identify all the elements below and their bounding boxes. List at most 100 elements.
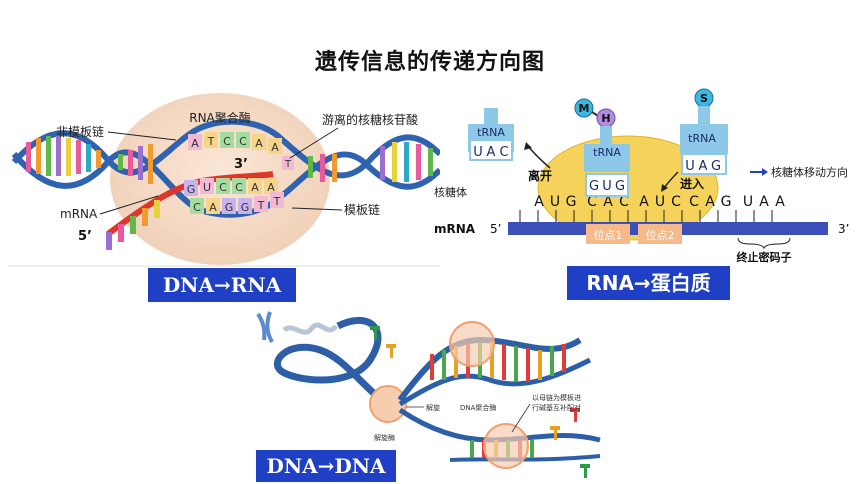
top-base: A [271, 141, 279, 154]
free-nucleotides-label: 游离的核糖核苷酸 [322, 112, 418, 127]
left-base-pairs [26, 136, 153, 184]
site-2-label: 位点2 [646, 228, 675, 242]
template-label: 模板链 [344, 202, 380, 217]
trna-right-anticodon: A [699, 159, 708, 174]
parent-helix [274, 316, 402, 414]
five-prime-label: 5’ [78, 229, 92, 244]
ribosome-label: 核糖体 [434, 185, 467, 199]
rna-base: C [235, 181, 243, 194]
bottom-base: C [193, 201, 201, 214]
rna-bases: G U C C A A [184, 178, 278, 196]
dna-strand-bottom [11, 149, 440, 218]
mrna-base: A [705, 194, 715, 210]
rna-base: U [203, 181, 211, 194]
three-prime-label: 3’ [838, 222, 849, 236]
mrna-base: A [639, 194, 649, 210]
rna-base: A [251, 181, 259, 194]
rna-polymerase-label: RNA聚合酶 [189, 110, 251, 125]
top-base: C [223, 135, 231, 148]
mrna-base: G [566, 194, 577, 210]
ribosome-direction-label: 核糖体移动方向 [771, 165, 848, 179]
amino-acid-m-label: M [579, 102, 590, 115]
site-1-label: 位点1 [594, 228, 623, 242]
mrna-base: C [671, 194, 681, 210]
page-title: 遗传信息的传递方向图 [314, 50, 545, 75]
free-nucleotide-letter: T [284, 159, 292, 170]
mrna-base: A [534, 194, 544, 210]
non-template-label: 非模板链 [56, 124, 104, 139]
amino-acid-h-label: H [601, 112, 610, 125]
rna-to-protein-label: RNA→蛋白质 [567, 266, 730, 300]
right-base-pairs [308, 142, 433, 182]
replication-diagram: 解旋 解旋酶 DNA聚合酶 以母链为模板进 行碱基互补配对 [256, 311, 601, 478]
bottom-base: G [225, 201, 234, 214]
mrna-base: C [619, 194, 629, 210]
stop-codon-brace [737, 237, 791, 250]
trna-left-label: tRNA [477, 126, 505, 139]
mrna-base: U [550, 194, 560, 210]
unwinding-label: 解旋 [426, 403, 440, 412]
leave-arrow [527, 145, 551, 169]
bottom-base: A [209, 201, 217, 214]
top-base: A [255, 137, 263, 150]
rna-base: G [187, 183, 196, 196]
mrna-label: mRNA [434, 222, 476, 236]
upper-daughter-strand-2 [398, 357, 592, 407]
site-2-box [638, 224, 682, 244]
dna-polymerase-enzyme-upper [449, 321, 495, 367]
bottom-strand-bases: C A G G T T [190, 192, 284, 214]
bottom-base: G [241, 201, 250, 214]
mrna-base: A [759, 194, 769, 210]
mrna-base: C [689, 194, 699, 210]
trna-left-anticodon: C [499, 145, 508, 160]
trna-mid-anticodon: U [602, 179, 612, 194]
transcription-diagram: A T C C A A G U C C A A C A G G T T T RN… [8, 93, 440, 267]
dna-to-rna-label: DNA→RNA [148, 268, 296, 302]
trna-right-anticodon: G [711, 159, 721, 174]
five-prime-label: 5’ [490, 222, 501, 236]
stop-codon-label: 终止密码子 [737, 250, 792, 264]
trna-mid-anticodon: G [615, 179, 625, 194]
trna-right-anticodon: U [685, 159, 695, 174]
enter-label: 进入 [680, 176, 704, 191]
trna-mid-label: tRNA [593, 146, 621, 159]
dna-coil [282, 322, 339, 335]
trna-left-anticodon: A [487, 145, 496, 160]
amino-acid-m-icon [574, 98, 594, 118]
top-strand-bases: A T C C A A [188, 132, 282, 154]
mrna-base: A [775, 194, 785, 210]
template-note-line1: 以母链为模板进 [532, 393, 581, 402]
rna-base: A [267, 181, 275, 194]
rna-base: C [219, 181, 227, 194]
dna-to-dna-label: DNA→DNA [256, 450, 396, 482]
helicase-enzyme [369, 385, 407, 423]
trna-mid-anticodon: G [589, 179, 599, 194]
mrna-codon-ticks [519, 210, 773, 222]
top-base: A [191, 137, 199, 150]
top-base: T [207, 135, 215, 148]
dna-polymerase-enzyme-lower [483, 423, 529, 469]
mrna-label: mRNA [60, 207, 98, 221]
dna-polymerase-label: DNA聚合酶 [460, 403, 496, 412]
amino-acid-s-label: S [700, 92, 708, 105]
three-prime-label: 3’ [234, 157, 248, 172]
mrna-base: C [587, 194, 597, 210]
mrna-base: U [655, 194, 665, 210]
top-base: C [239, 135, 247, 148]
bottom-base: T [273, 195, 281, 208]
free-nucleotide-icons [370, 326, 590, 478]
trna-right-label: tRNA [688, 132, 716, 145]
helicase-label: 解旋酶 [374, 433, 395, 442]
trna-mid-icon [584, 126, 630, 197]
mrna-base: G [721, 194, 732, 210]
template-note-line2: 行碱基互补配对 [532, 403, 581, 412]
translation-diagram: 位点1 位点2 A U G C A C A U C C A G U A A mR… [434, 88, 849, 264]
trna-left-anticodon: U [473, 145, 483, 160]
trna-right-icon [680, 106, 728, 175]
site-1-box [586, 224, 630, 244]
bottom-base: T [257, 199, 265, 212]
mrna-bases: A U G C A C A U C C A G U A A [534, 194, 785, 210]
mrna-tail-bases [106, 200, 160, 250]
mrna-base: U [743, 194, 753, 210]
mrna-base: A [603, 194, 613, 210]
